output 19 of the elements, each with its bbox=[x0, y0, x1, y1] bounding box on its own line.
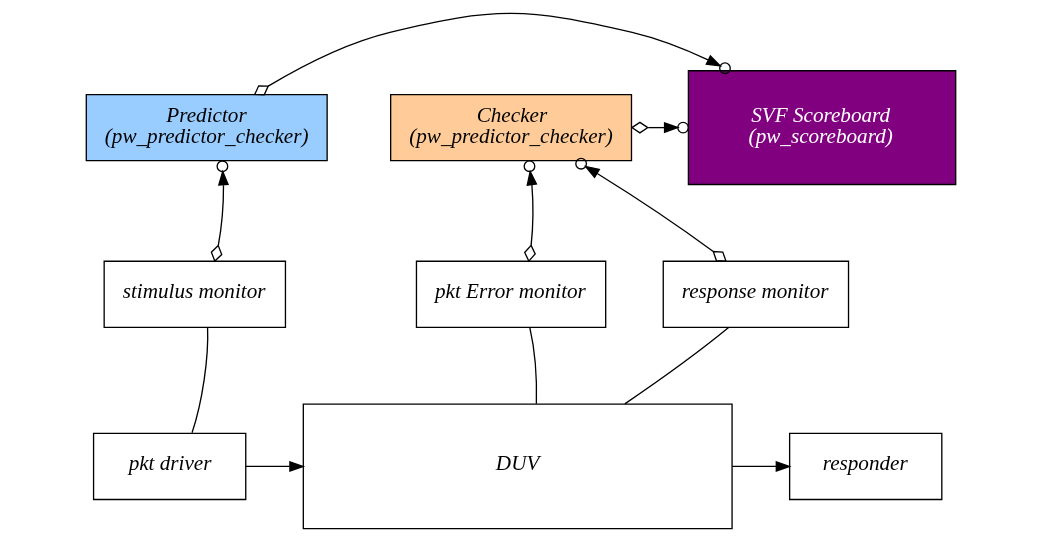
arrow bbox=[210, 160, 229, 263]
node-box: Checker (pw_predictor_checker) bbox=[389, 93, 632, 162]
arrow bbox=[630, 121, 689, 134]
node-box: Predictor (pw_predictor_checker) bbox=[85, 93, 328, 162]
arrow bbox=[574, 157, 727, 262]
connector bbox=[623, 326, 729, 405]
arrow bbox=[253, 12, 731, 96]
node-box: SVF Scoreboard (pw_scoreboard) bbox=[687, 70, 956, 186]
node-box: pkt driver bbox=[92, 432, 246, 501]
connector bbox=[528, 326, 537, 405]
node-box: DUV bbox=[302, 403, 733, 530]
arrow bbox=[523, 160, 537, 263]
node-box: pkt Error monitor bbox=[415, 260, 606, 329]
arrow bbox=[731, 460, 792, 472]
arrow bbox=[244, 460, 305, 472]
node-box: stimulus monitor bbox=[103, 260, 286, 329]
connector bbox=[190, 326, 208, 434]
node-box: responder bbox=[788, 432, 942, 501]
node-box: response monitor bbox=[662, 260, 849, 329]
